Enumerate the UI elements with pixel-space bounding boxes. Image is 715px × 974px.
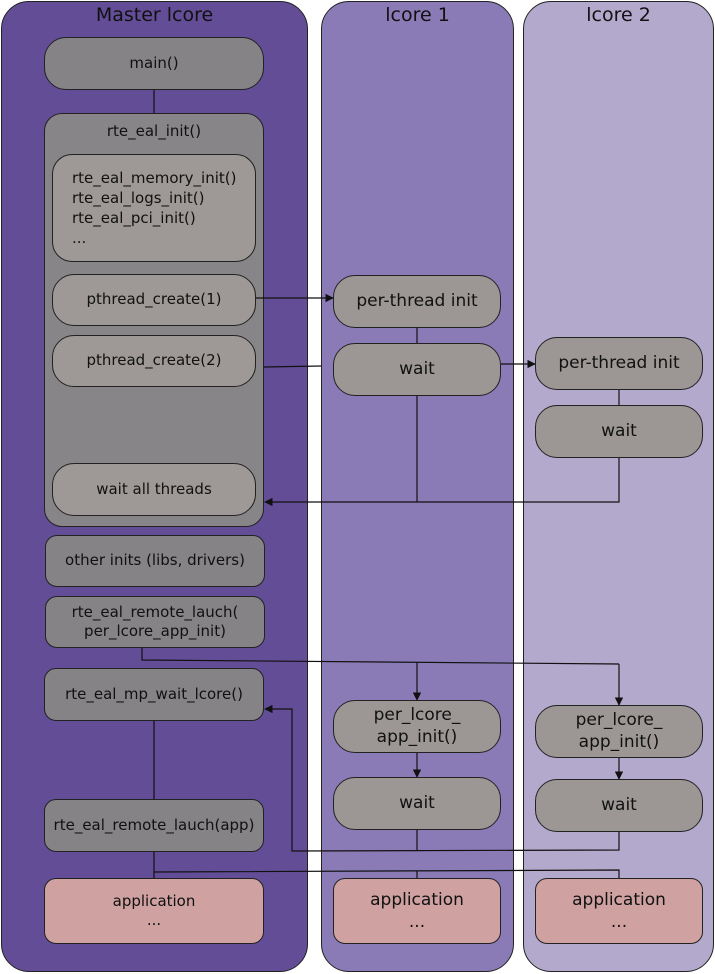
lcore1-title: lcore 1 <box>385 4 450 26</box>
lcore2-per-lcore-app-init-node: per_lcore_ app_init() <box>535 705 703 758</box>
lcore1-application-node: application ... <box>333 878 501 944</box>
remote-launch-app-node: rte_eal_remote_lauch(app) <box>44 799 264 852</box>
lcore2-title: lcore 2 <box>586 4 651 26</box>
lcore2-wait-2-node: wait <box>535 779 703 832</box>
pthread-create-2-node: pthread_create(2) <box>52 335 256 387</box>
main-node: main() <box>44 37 264 90</box>
rte-eal-init-title: rte_eal_init() <box>106 122 202 140</box>
master-application-node: application ... <box>44 878 264 944</box>
pthread-create-1-node: pthread_create(1) <box>52 274 256 326</box>
wait-all-threads-node: wait all threads <box>52 463 256 516</box>
lcore2-application-node: application ... <box>535 878 703 944</box>
remote-launch-init-node: rte_eal_remote_lauch( per_lcore_app_init… <box>45 596 265 648</box>
lcore2-wait-node: wait <box>535 405 703 458</box>
mp-wait-lcore-node: rte_eal_mp_wait_lcore() <box>44 668 264 721</box>
lcore1-wait-2-node: wait <box>333 777 501 830</box>
other-inits-node: other inits (libs, drivers) <box>45 535 265 587</box>
lcore2-per-thread-init-node: per-thread init <box>535 337 703 390</box>
lcore1-per-lcore-app-init-node: per_lcore_ app_init() <box>333 700 501 753</box>
lcore1-per-thread-init-node: per-thread init <box>333 275 501 328</box>
master-lcore-title: Master lcore <box>95 4 214 26</box>
eal-subinits-node: rte_eal_memory_init() rte_eal_logs_init(… <box>52 154 256 262</box>
lcore1-wait-node: wait <box>333 343 501 396</box>
